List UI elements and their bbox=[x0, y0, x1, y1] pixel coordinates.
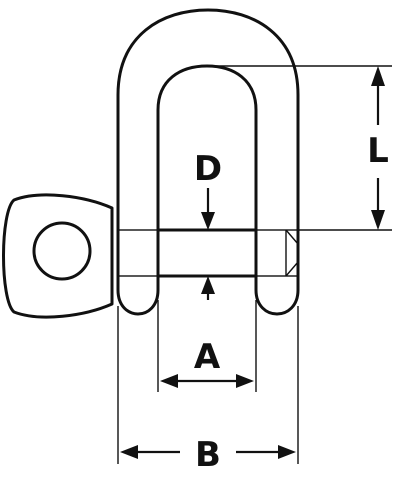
dimension-d-arrow-down bbox=[201, 212, 215, 230]
dimension-b-arrow-left bbox=[120, 445, 138, 459]
pin-eye-head bbox=[2, 193, 114, 319]
dimension-a-arrow-left bbox=[160, 374, 178, 388]
dimension-l-label: L bbox=[367, 131, 389, 171]
dimension-l: L bbox=[367, 66, 389, 230]
dimension-d: D bbox=[194, 149, 222, 300]
dimension-a-label: A bbox=[194, 337, 221, 377]
dimension-l-arrow-down bbox=[371, 210, 385, 230]
dimension-b: B bbox=[120, 435, 296, 475]
dimension-a-arrow-right bbox=[236, 374, 254, 388]
pin-shaft-middle bbox=[156, 228, 258, 278]
pin-threaded-end-diag-2 bbox=[285, 261, 299, 277]
dimension-a: A bbox=[160, 337, 254, 388]
extension-lines bbox=[117, 65, 392, 464]
dimension-d-label: D bbox=[194, 149, 222, 189]
pin-shaft-right bbox=[255, 229, 299, 277]
dimension-l-arrow-up bbox=[371, 66, 385, 86]
dimension-d-arrow-up bbox=[201, 276, 215, 294]
pin-threaded-end-diag-1 bbox=[285, 229, 299, 245]
pin-shaft bbox=[117, 228, 299, 278]
dimension-b-label: B bbox=[195, 435, 221, 475]
pin-eye-hole bbox=[32, 221, 92, 281]
dimension-b-arrow-right bbox=[278, 445, 296, 459]
